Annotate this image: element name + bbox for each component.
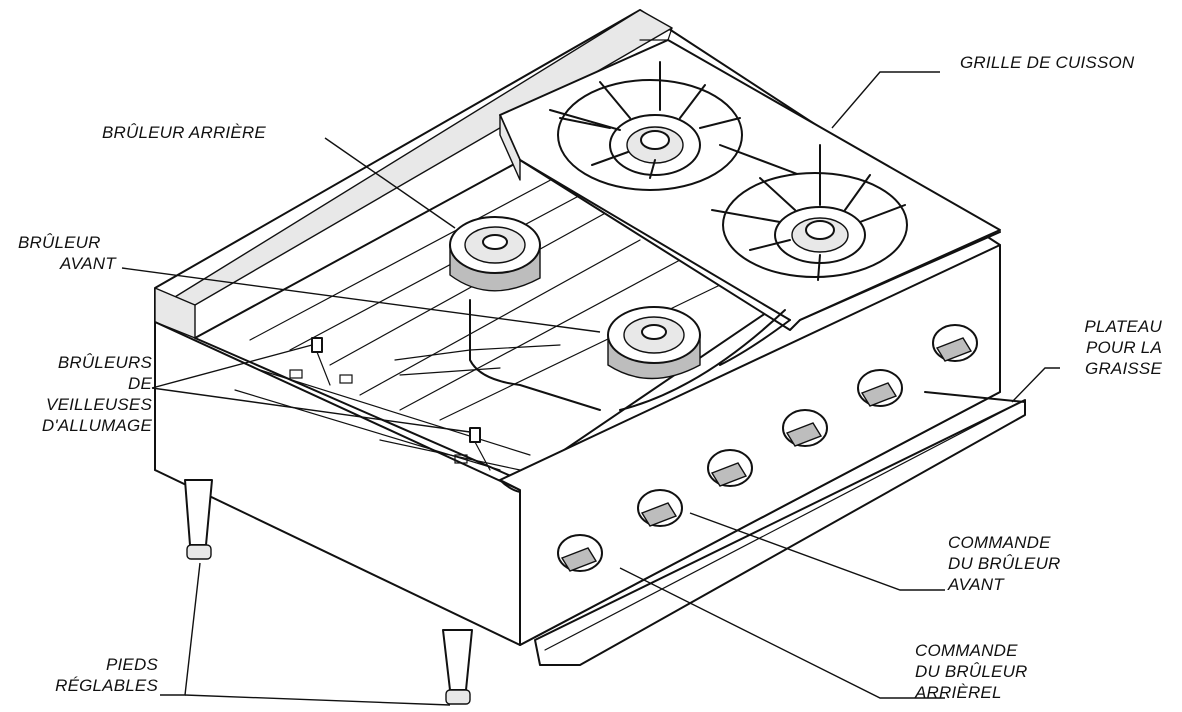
label-commande-avant-line1: COMMANDE <box>948 533 1051 552</box>
label-bruleur-avant: BRÛLEUR AVANT <box>18 232 116 274</box>
label-veilleuses: BRÛLEURS DE VEILLEUSES D'ALLUMAGE <box>2 352 152 436</box>
label-plateau-line1: PLATEAU <box>1084 317 1162 336</box>
label-grille-de-cuisson: GRILLE DE CUISSON <box>960 52 1134 73</box>
label-commande-arriere-line2: DU BRÛLEUR <box>915 662 1028 681</box>
rear-grate-burner <box>549 61 801 191</box>
control-panel <box>499 244 1001 646</box>
open-front-burner <box>607 306 701 380</box>
label-plateau-line2: POUR LA <box>1085 338 1162 357</box>
open-rear-burner <box>449 216 601 411</box>
label-commande-avant-line3: AVANT <box>948 575 1004 594</box>
label-bruleur-avant-line2: AVANT <box>60 254 116 273</box>
label-veilleuses-line3: VEILLEUSES <box>46 395 152 414</box>
label-plateau-line3: GRAISSE <box>1085 359 1162 378</box>
label-bruleur-arriere-text: BRÛLEUR ARRIÈRE <box>102 123 266 142</box>
label-bruleur-avant-line1: BRÛLEUR <box>18 233 101 252</box>
grease-tray <box>534 399 1026 666</box>
label-commande-arriere: COMMANDE DU BRÛLEUR ARRIÈREL <box>915 640 1028 703</box>
legs <box>184 479 473 705</box>
label-plateau-graisse: PLATEAU POUR LA GRAISSE <box>1050 316 1162 379</box>
label-commande-avant-line2: DU BRÛLEUR <box>948 554 1061 573</box>
pilot-burners <box>289 337 491 471</box>
label-bruleur-arriere: BRÛLEUR ARRIÈRE <box>102 122 266 143</box>
label-pieds-reglables: PIEDS RÉGLABLES <box>10 654 158 696</box>
label-pieds-line1: PIEDS <box>105 655 158 674</box>
control-knobs <box>557 324 978 572</box>
label-commande-arriere-line1: COMMANDE <box>915 641 1018 660</box>
label-veilleuses-line4: D'ALLUMAGE <box>41 416 152 435</box>
label-commande-arriere-line3: ARRIÈREL <box>915 683 1002 702</box>
label-veilleuses-line2: DE <box>127 374 152 393</box>
label-grille-text: GRILLE DE CUISSON <box>960 53 1135 72</box>
label-pieds-line2: RÉGLABLES <box>55 676 158 695</box>
label-commande-avant: COMMANDE DU BRÛLEUR AVANT <box>948 532 1061 595</box>
leader-lines <box>121 71 1060 706</box>
front-grate-burner <box>711 144 908 281</box>
label-veilleuses-line1: BRÛLEURS <box>57 353 152 372</box>
